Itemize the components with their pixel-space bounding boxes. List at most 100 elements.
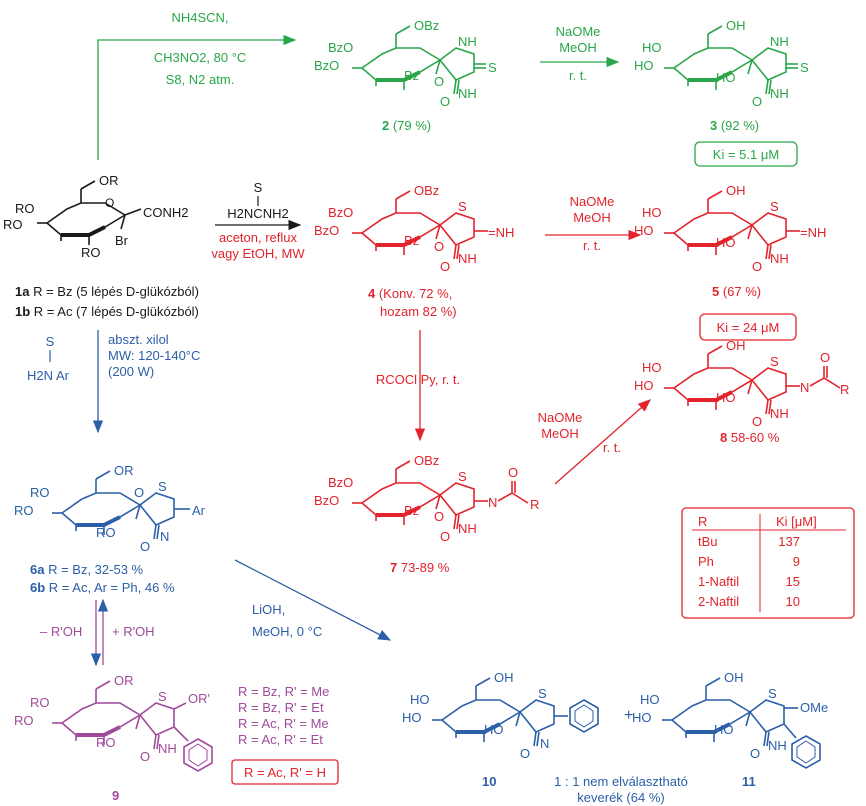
reagent-r1-line2: CH3NO2, 80 °C <box>154 50 247 65</box>
label-2: 2 (79 %) <box>382 118 431 133</box>
svg-text:R: R <box>840 382 849 397</box>
reagent-r7-line3: r. t. <box>603 440 621 455</box>
arrow-1-to-2 <box>97 34 297 160</box>
compound-7: OBz BzO BzO Bz O S NH N O R O <box>314 453 539 544</box>
svg-text:O: O <box>140 749 150 764</box>
label-5: 5 (67 %) <box>712 284 761 299</box>
ki-table-row-ki: 15 <box>786 574 800 589</box>
svg-text:RO: RO <box>14 503 34 518</box>
svg-text:RO: RO <box>30 695 50 710</box>
label-4-line1: 4 (Konv. 72 %, <box>368 286 452 301</box>
reagent-r8-line2: MeOH, 0 °C <box>252 624 322 639</box>
svg-text:BzO: BzO <box>328 40 353 55</box>
equilibrium-minus: – R'OH <box>40 624 82 639</box>
svg-text:O: O <box>434 239 444 254</box>
svg-text:O: O <box>134 485 144 500</box>
ki-value-3: Ki = 5.1 μM <box>713 147 779 162</box>
svg-text:HO: HO <box>634 223 654 238</box>
reagent-r2-line1: NaOMe <box>556 24 601 39</box>
svg-text:HO: HO <box>634 58 654 73</box>
thiourea-formula: H2NCNH2 <box>227 206 288 221</box>
mixture-line1: 1 : 1 nem elválasztható <box>554 774 688 789</box>
reagent-r7-line1: NaOMe <box>538 410 583 425</box>
svg-text:OR: OR <box>99 173 119 188</box>
svg-text:NH: NH <box>458 251 477 266</box>
svg-text:Ar: Ar <box>192 503 206 518</box>
svg-text:HO: HO <box>716 390 736 405</box>
svg-text:=NH: =NH <box>800 225 826 240</box>
svg-text:CONH2: CONH2 <box>143 205 189 220</box>
reagent-r5-line2: MW: 120-140°C <box>108 348 200 363</box>
svg-text:HO: HO <box>632 710 652 725</box>
label-7: 7 73-89 % <box>390 560 450 575</box>
svg-text:OBz: OBz <box>414 18 439 33</box>
svg-text:BzO: BzO <box>328 205 353 220</box>
svg-text:OH: OH <box>726 18 746 33</box>
ki-table-row-r: 1-Naftil <box>698 574 739 589</box>
svg-text:OR: OR <box>114 673 134 688</box>
ki-table-header-r: R <box>698 514 707 529</box>
svg-text:NH: NH <box>770 251 789 266</box>
svg-text:NH: NH <box>158 741 177 756</box>
variant-9: R = Bz, R' = Me <box>238 684 329 699</box>
svg-text:S: S <box>158 689 167 704</box>
svg-text:Bz: Bz <box>404 68 419 83</box>
svg-text:O: O <box>508 465 518 480</box>
ki-table-row-ki: 137 <box>778 534 800 549</box>
svg-text:O: O <box>440 94 450 109</box>
ki-table-row-ki: 10 <box>786 594 800 609</box>
svg-text:HO: HO <box>402 710 422 725</box>
svg-text:RO: RO <box>96 525 116 540</box>
svg-text:O: O <box>820 350 830 365</box>
reagent-r6: RCOCl Py, r. t. <box>376 372 460 387</box>
svg-text:HO: HO <box>642 40 662 55</box>
svg-text:NH: NH <box>768 738 787 753</box>
svg-text:S: S <box>538 686 547 701</box>
svg-text:S: S <box>768 686 777 701</box>
compound-2: OBz BzO BzO Bz O NH NH S O <box>314 18 497 109</box>
compound-4: OBz BzO BzO Bz O S NH =NH O <box>314 183 514 274</box>
svg-text:NH: NH <box>770 34 789 49</box>
arrow-7-to-8 <box>554 399 651 485</box>
label-6a: 6a R = Bz, 32-53 % <box>30 562 144 577</box>
svg-text:O: O <box>750 746 760 761</box>
svg-text:S: S <box>458 199 467 214</box>
svg-text:O: O <box>434 509 444 524</box>
svg-text:OBz: OBz <box>414 453 439 468</box>
compound-3: OH HO HO HO NH NH S O <box>634 18 809 109</box>
svg-text:NH: NH <box>458 521 477 536</box>
svg-text:OR': OR' <box>188 691 210 706</box>
reagent-r4-line2: MeOH <box>573 210 611 225</box>
variant-9: R = Bz, R' = Et <box>238 700 324 715</box>
svg-text:RO: RO <box>81 245 101 260</box>
thioamide-s: S <box>46 334 55 349</box>
svg-text:S: S <box>158 479 167 494</box>
label-1a: 1a R = Bz (5 lépés D-glükózból) <box>15 284 199 299</box>
label-9-h: R = Ac, R' = H <box>244 765 326 780</box>
compound-9: OR RO RO RO S NH OR' O <box>14 673 213 772</box>
svg-text:OH: OH <box>494 670 514 685</box>
label-6b: 6b R = Ac, Ar = Ph, 46 % <box>30 580 175 595</box>
svg-text:NH: NH <box>458 34 477 49</box>
svg-text:RO: RO <box>3 217 23 232</box>
ki-box-5 <box>699 313 797 341</box>
ki-value-5: Ki = 24 μM <box>717 320 780 335</box>
svg-text:N: N <box>488 495 497 510</box>
reagent-r3-line2: vagy EtOH, MW <box>211 246 305 261</box>
svg-text:NH: NH <box>770 86 789 101</box>
reagent-r4-line3: r. t. <box>583 238 601 253</box>
svg-text:N: N <box>540 736 549 751</box>
reagent-r1-line1: NH4SCN, <box>171 10 228 25</box>
box-9-h <box>231 759 339 785</box>
thioamide-formula: H2N Ar <box>27 368 70 383</box>
svg-text:=NH: =NH <box>488 225 514 240</box>
ki-table-header-ki: Ki [μM] <box>776 514 817 529</box>
svg-text:HO: HO <box>642 360 662 375</box>
label-4-line2: hozam 82 %) <box>380 304 457 319</box>
equilibrium-arrows <box>90 598 109 667</box>
svg-text:R: R <box>530 497 539 512</box>
svg-text:S: S <box>770 199 779 214</box>
ki-table-row-r: 2-Naftil <box>698 594 739 609</box>
svg-text:OMe: OMe <box>800 700 828 715</box>
